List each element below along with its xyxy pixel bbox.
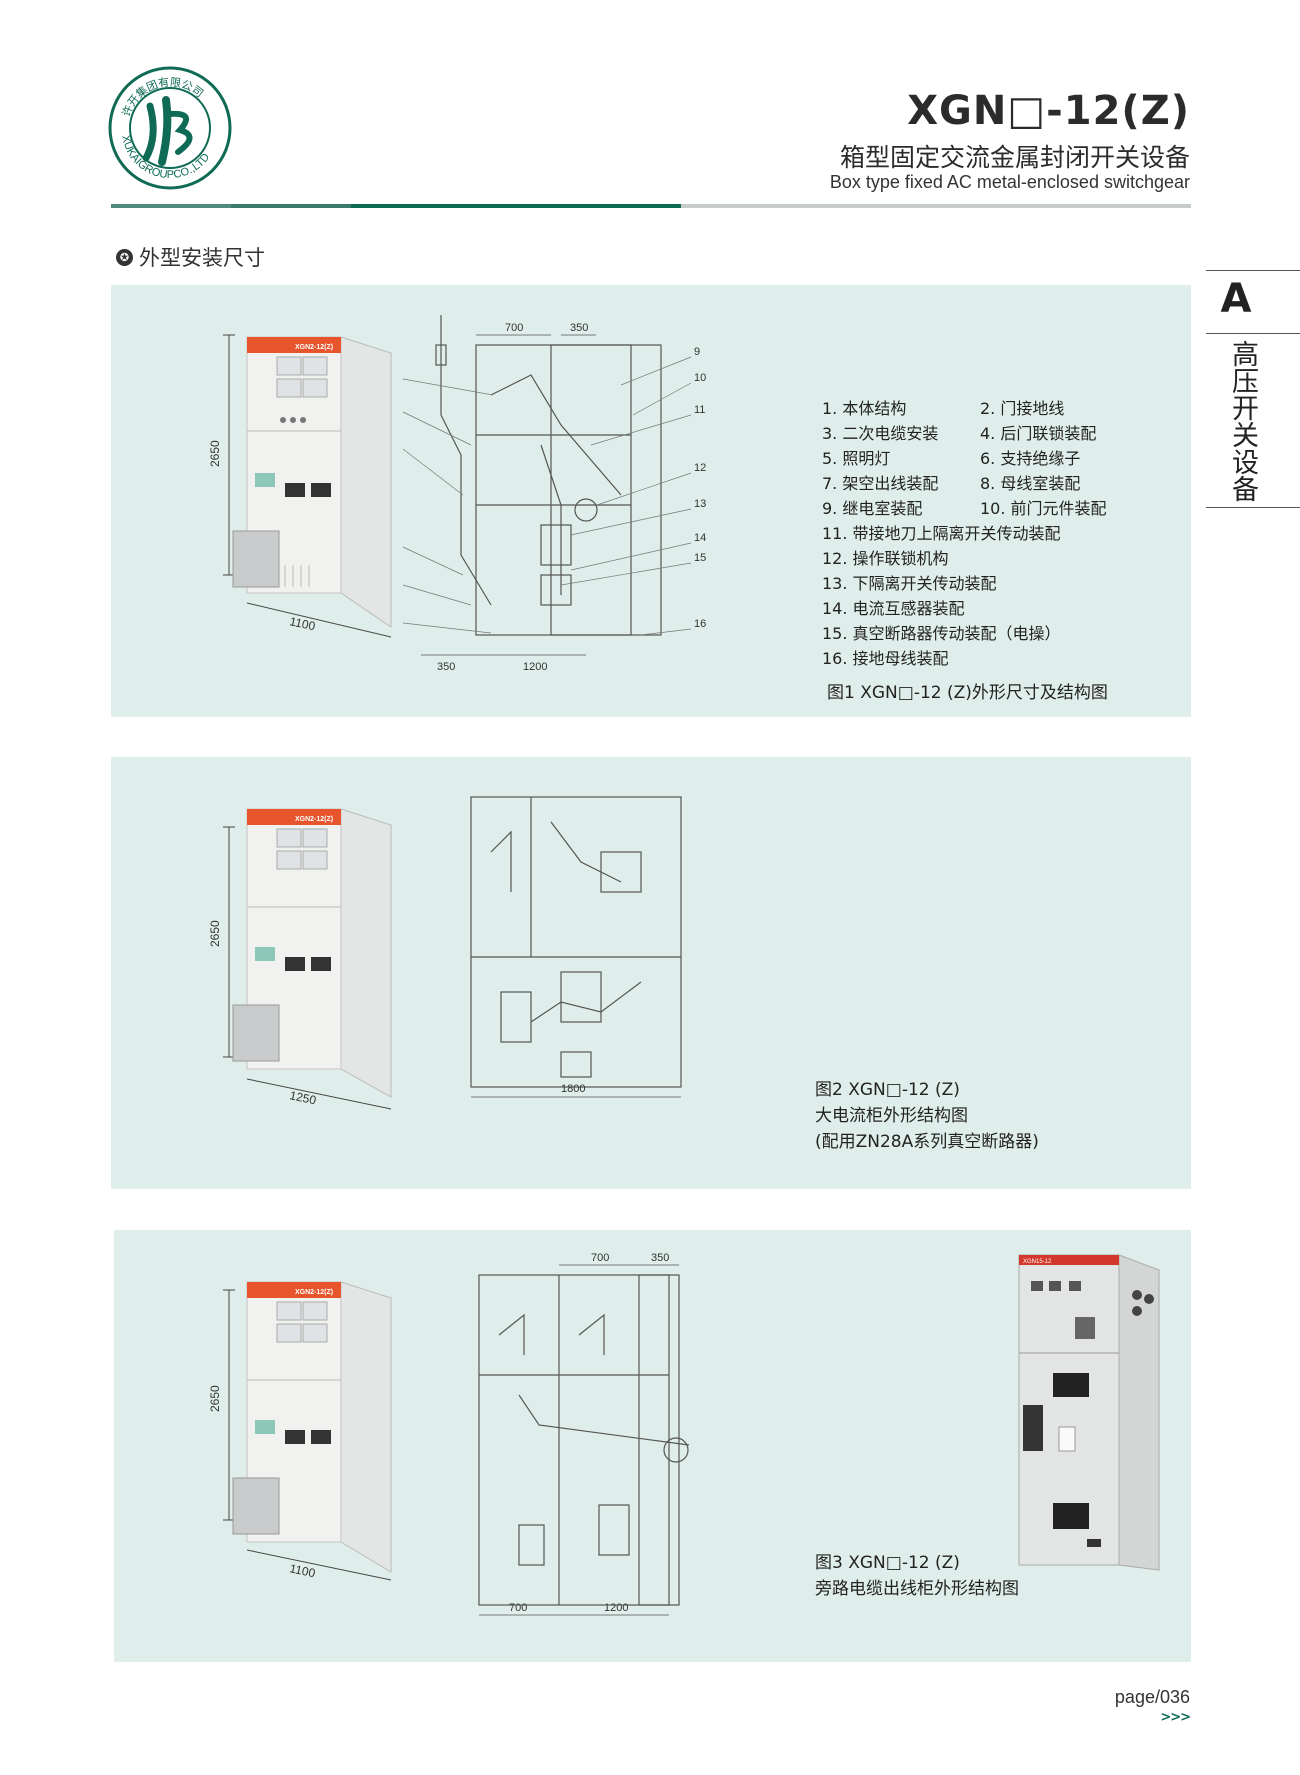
legend-item: 9. 继电室装配 [822, 499, 923, 518]
callout-12: 12 [694, 462, 706, 474]
product-title-cn: 箱型固定交流金属封闭开关设备 [839, 143, 1190, 172]
dim-top-right: 350 [651, 1252, 669, 1264]
legend-item: 10. 前门元件装配 [980, 499, 1107, 518]
legend-item: 14. 电流互感器装配 [822, 599, 965, 618]
section-title: ✪ 外型安装尺寸 [116, 242, 265, 272]
structure-drawing: 700 350 350 1200 8 7 6 5 4 1 9 10 11 12 … [401, 315, 706, 673]
figure-caption-3: 图3 XGN□-12 (Z) 旁路电缆出线柜外形结构图 [815, 1550, 1019, 1602]
side-tab-letter: A [1220, 276, 1252, 322]
legend-item: 1. 本体结构 [822, 399, 907, 418]
dim-bottom-right: 1200 [523, 661, 547, 673]
cabinet-height-label: 2650 [208, 440, 222, 467]
callout-10: 10 [694, 372, 706, 384]
cabinet-height-label: 2650 [208, 920, 222, 947]
dim-bottom-left: 700 [509, 1602, 527, 1614]
legend-item: 11. 带接地刀上隔离开关传动装配 [822, 524, 1061, 543]
header-rule [111, 204, 1191, 208]
page-arrows: >>> [1160, 1710, 1191, 1725]
callout-9: 9 [694, 346, 700, 358]
product-title-en: Box type fixed AC metal-enclosed switchg… [829, 172, 1190, 192]
callout-11: 11 [694, 404, 705, 416]
dim-top-left: 700 [591, 1252, 609, 1264]
cabinet-illustration: 2650 XGN2-12(Z) 1250 [208, 808, 392, 1110]
side-tab-text: 高压开关设备 [1227, 340, 1258, 502]
cabinet-illustration: 2650 XGN2-12(Z) 1100 [208, 1281, 392, 1581]
caption-line: 图3 XGN□-12 (Z) [815, 1553, 960, 1573]
structure-drawing: 700 350 700 1200 [478, 1252, 690, 1616]
cabinet-width-label: 1250 [288, 1088, 317, 1107]
figure-panel-3: 2650 XGN2-12(Z) 1100 700 350 700 1200 [114, 1230, 1191, 1662]
page-number: page/036 [1114, 1687, 1190, 1707]
structure-drawing: 1800 [470, 796, 682, 1098]
component-legend: 1. 本体结构 2. 门接地线 3. 二次电缆安装 4. 后门联锁装配 5. 照… [822, 395, 1152, 668]
cabinet-illustration: 2650 XGN2-12(Z) 1100 [208, 334, 392, 638]
cabinet-photo: XGN15-12 [1018, 1254, 1160, 1571]
dim-top-right: 350 [570, 322, 588, 334]
dim-bottom-right: 1200 [604, 1602, 628, 1614]
legend-item: 12. 操作联锁机构 [822, 549, 949, 568]
callout-13: 13 [694, 498, 706, 510]
legend-item: 8. 母线室装配 [980, 474, 1081, 493]
figure-panel-1: 2650 XGN2-12(Z) 1100 [111, 285, 1191, 717]
legend-item: 16. 接地母线装配 [822, 649, 949, 668]
legend-item: 4. 后门联锁装配 [980, 424, 1097, 443]
legend-item: 3. 二次电缆安装 [822, 424, 939, 443]
legend-item: 13. 下隔离开关传动装配 [822, 574, 997, 593]
callout-16: 16 [694, 618, 706, 630]
cabinet-plate: XGN2-12(Z) [295, 1289, 333, 1296]
figure-caption-2: 图2 XGN□-12 (Z) 大电流柜外形结构图 (配用ZN28A系列真空断路器… [815, 1077, 1039, 1155]
caption-line: (配用ZN28A系列真空断路器) [815, 1132, 1039, 1152]
callout-14: 14 [694, 532, 706, 544]
cabinet-height-label: 2650 [208, 1385, 222, 1412]
figure-panel-2: 2650 XGN2-12(Z) 1250 1800 图2 XGN□-12 [111, 757, 1191, 1189]
photo-plate: XGN15-12 [1023, 1259, 1052, 1265]
cabinet-width-label: 1100 [288, 1561, 316, 1580]
caption-line: 大电流柜外形结构图 [815, 1106, 968, 1126]
legend-item: 2. 门接地线 [980, 399, 1065, 418]
section-title-text: 外型安装尺寸 [139, 246, 265, 270]
legend-item: 5. 照明灯 [822, 449, 891, 468]
dim-bottom-left: 350 [437, 661, 455, 673]
callout-15: 15 [694, 552, 706, 564]
cabinet-plate: XGN2-12(Z) [295, 816, 333, 823]
cabinet-plate: XGN2-12(Z) [295, 344, 333, 351]
legend-item: 7. 架空出线装配 [822, 474, 939, 493]
side-category-tab: A 高压开关设备 [1206, 270, 1300, 508]
cabinet-width-label: 1100 [288, 614, 316, 633]
product-model-title: XGN□-12(Z) [907, 88, 1190, 134]
legend-item: 6. 支持绝缘子 [980, 449, 1081, 468]
star-circle-icon: ✪ [116, 248, 133, 266]
caption-line: 图2 XGN□-12 (Z) [815, 1080, 960, 1100]
figure-caption-1: 图1 XGN□-12 (Z)外形尺寸及结构图 [827, 683, 1108, 703]
company-logo: 许开集团有限公司 XUKAIGROUPCO.,LTD [108, 66, 232, 190]
caption-line: 旁路电缆出线柜外形结构图 [815, 1579, 1019, 1599]
dim-top-left: 700 [505, 322, 523, 334]
legend-item: 15. 真空断路器传动装配（电操） [822, 624, 1061, 643]
dim-bottom: 1800 [561, 1083, 585, 1095]
